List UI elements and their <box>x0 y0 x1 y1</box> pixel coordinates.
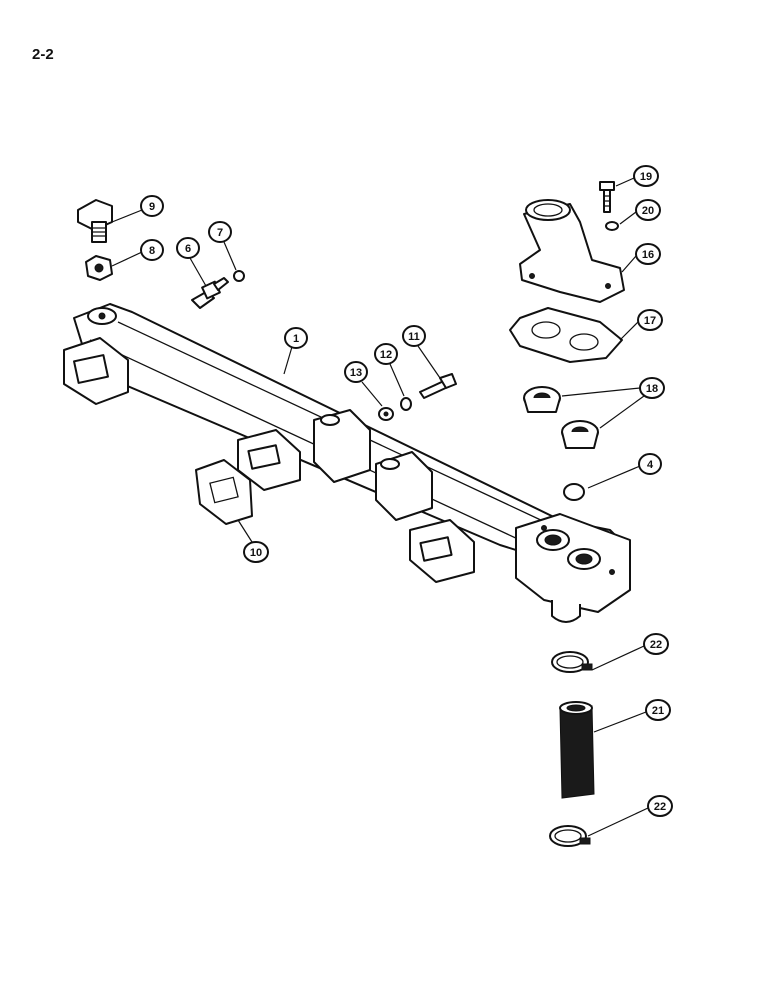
callout-number: 12 <box>380 349 392 361</box>
callout-4: 4 <box>587 453 662 489</box>
hose-clamp-lower <box>549 825 591 847</box>
housing-gasket <box>509 307 623 363</box>
callout-21: 21 <box>593 699 671 733</box>
callout-12: 12 <box>374 343 405 397</box>
temperature-sender <box>191 277 229 309</box>
callout-19: 19 <box>615 165 659 187</box>
housing-bolt <box>599 181 615 213</box>
bolt <box>419 373 457 399</box>
callout-number: 8 <box>149 245 155 257</box>
drain-cock <box>77 199 113 243</box>
water-manifold <box>63 303 631 623</box>
hose <box>559 701 595 799</box>
callout-number: 21 <box>652 705 664 717</box>
callout-number: 6 <box>185 243 191 255</box>
callout-11: 11 <box>402 325 441 379</box>
callout-18: 18 <box>561 377 665 429</box>
callout-13: 13 <box>344 361 383 407</box>
callout-16: 16 <box>621 243 661 273</box>
plug <box>563 483 585 501</box>
page-number: 2-2 <box>32 46 54 63</box>
callout-22-upper: 22 <box>591 633 669 671</box>
callout-number: 13 <box>350 367 362 379</box>
callout-number: 16 <box>642 249 654 261</box>
callout-17: 17 <box>619 309 663 341</box>
callout-number: 7 <box>217 227 223 239</box>
callout-number: 18 <box>646 383 658 395</box>
callout-10: 10 <box>237 519 269 563</box>
callout-6: 6 <box>176 237 207 287</box>
callout-8: 8 <box>111 239 164 267</box>
sender-nut <box>233 270 245 282</box>
callout-22-lower: 22 <box>587 795 673 837</box>
callout-number: 22 <box>650 639 662 651</box>
lock-washer <box>400 397 412 411</box>
callout-number: 17 <box>644 315 656 327</box>
callout-number: 4 <box>647 459 654 471</box>
callout-7: 7 <box>208 221 237 271</box>
callout-number: 9 <box>149 201 155 213</box>
thermostats <box>523 386 599 449</box>
callout-20: 20 <box>619 199 661 225</box>
manifold-gasket <box>195 459 253 525</box>
callout-1: 1 <box>283 327 308 375</box>
hose-clamp-upper <box>551 651 593 673</box>
callout-number: 10 <box>250 547 262 559</box>
thermostat-housing <box>519 199 625 303</box>
adapter-nut <box>85 255 113 281</box>
callout-number: 11 <box>408 331 420 343</box>
callout-number: 1 <box>293 333 299 345</box>
callout-number: 22 <box>654 801 666 813</box>
housing-lockwasher <box>605 221 619 231</box>
callout-number: 19 <box>640 171 652 183</box>
flat-washer <box>378 407 394 421</box>
callout-number: 20 <box>642 205 654 217</box>
callout-9: 9 <box>111 195 164 223</box>
